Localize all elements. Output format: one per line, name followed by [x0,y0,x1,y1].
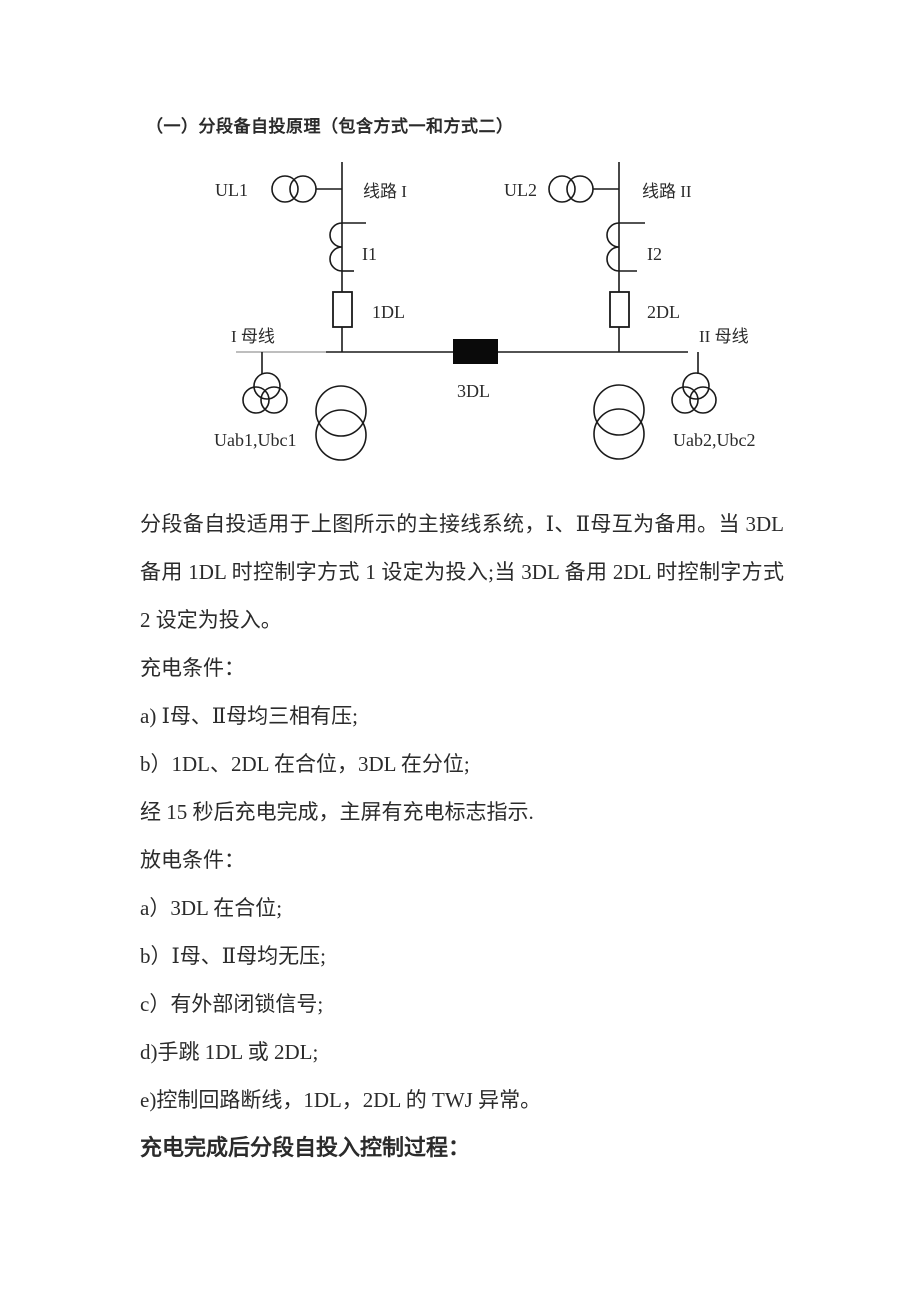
tie-breaker-3dl [453,339,498,364]
discharge-conditions-title: 放电条件： [140,848,245,872]
ct-coil-i1 [329,222,343,272]
discharge-item-d: d)手跳 1DL 或 2DL; [140,1040,319,1064]
breaker-1dl [332,291,353,328]
label-bus2: II 母线 [699,327,749,346]
pt-symbol-1 [253,372,281,400]
single-line-diagram: UL1 线路 I I1 1DL I 母线 Uab1,Ubc1 UL2 线路 II… [214,162,755,461]
pt-symbol-1 [242,386,270,414]
label-i1: I1 [362,244,377,264]
transformer-2 [593,408,645,460]
label-uab1: Uab1,Ubc1 [214,430,296,450]
body-text: 分段备自投适用于上图所示的主接线系统，Ⅰ、Ⅱ母互为备用。当 3DL 备用 1DL… [140,500,784,1172]
transformer-2 [593,384,645,436]
label-ul2: UL2 [504,180,537,200]
discharge-item-e: e)控制回路断线，1DL，2DL 的 TWJ 异常。 [140,1088,542,1112]
discharge-item-b: b）Ⅰ母、Ⅱ母均无压; [140,944,326,968]
discharge-item-c: c）有外部闭锁信号; [140,992,324,1016]
discharge-item-a: a）3DL 在合位; [140,896,283,920]
transformer-1 [315,409,367,461]
charge-conditions-title: 充电条件： [140,656,245,680]
source-symbol-ul2 [566,175,594,203]
charge-item-a: a) Ⅰ母、Ⅱ母均三相有压; [140,704,358,728]
para1-line3: 2 设定为投入。 [140,608,282,632]
pt-symbol-2 [671,386,699,414]
footer-heading: 充电完成后分段自投入控制过程： [140,1135,471,1160]
pt-symbol-2 [689,386,717,414]
label-uab2: Uab2,Ubc2 [673,430,755,450]
label-i2: I2 [647,244,662,264]
breaker-2dl [609,291,630,328]
page-title: （一）分段备自投原理（包含方式一和方式二） [146,117,514,136]
pt-symbol-2 [682,372,710,400]
label-line2: 线路 II [642,182,692,201]
label-ul1: UL1 [215,180,248,200]
label-2dl: 2DL [647,302,680,322]
transformer-1 [315,385,367,437]
charge-item-b: b）1DL、2DL 在合位，3DL 在分位; [140,752,470,776]
label-3dl: 3DL [457,381,490,401]
charge-note: 经 15 秒后充电完成，主屏有充电标志指示. [140,800,534,824]
para1-line1: 分段备自投适用于上图所示的主接线系统，Ⅰ、Ⅱ母互为备用。当 3DL [140,512,784,536]
para1-line2: 备用 1DL 时控制字方式 1 设定为投入;当 3DL 备用 2DL 时控制字方… [140,560,784,584]
label-bus1: I 母线 [231,327,275,346]
label-1dl: 1DL [372,302,405,322]
label-line1: 线路 I [363,182,407,201]
source-symbol-ul1 [271,175,299,203]
source-symbol-ul2 [548,175,576,203]
pt-symbol-1 [260,386,288,414]
ct-coil-i2 [606,222,620,272]
source-symbol-ul1 [289,175,317,203]
